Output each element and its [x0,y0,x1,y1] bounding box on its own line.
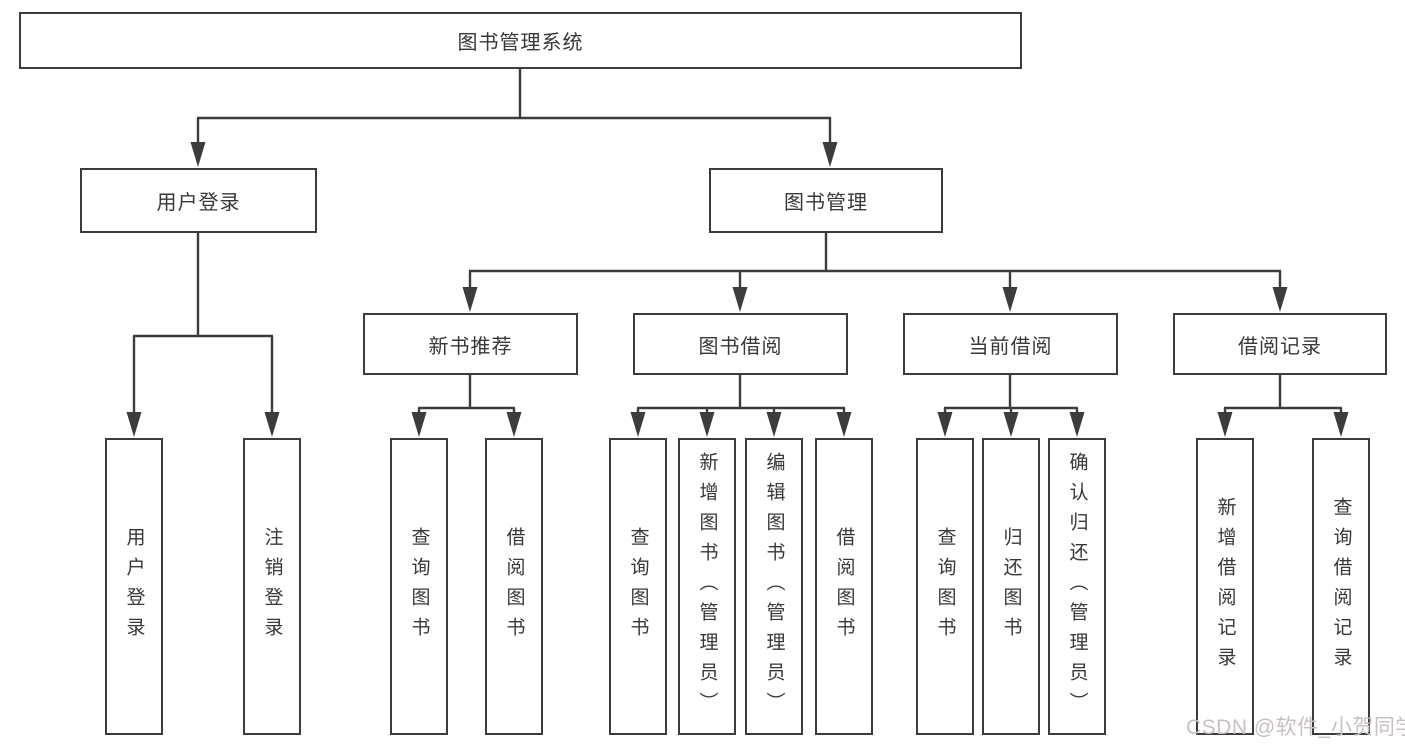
arrowhead-icon [506,412,522,437]
arrowhead-icon [1217,412,1233,437]
node-add-borrow-record: 新增借阅记录 [1196,438,1254,735]
node-borrowing-records: 借阅记录 [1173,313,1387,375]
node-logout: 注销登录 [243,438,301,735]
node-user-login: 用户登录 [80,168,317,233]
node-book-borrowing: 图书借阅 [633,313,848,375]
node-confirm-return-admin: 确认归还（管理员） [1048,438,1106,735]
node-edit-book-admin: 编辑图书（管理员） [745,438,803,735]
node-query-borrow-record: 查询借阅记录 [1312,438,1370,735]
node-new-book-recommendation: 新书推荐 [363,313,578,375]
arrowhead-icon [630,412,646,437]
arrowhead-icon [1002,287,1018,312]
arrowhead-icon [937,412,953,437]
arrowhead-icon [822,142,838,167]
arrowhead-icon [1003,412,1019,437]
node-query-books-borrow: 查询图书 [609,438,667,735]
node-return-books: 归还图书 [982,438,1040,735]
arrowhead-icon [126,412,142,437]
node-borrow-books-leaf: 借阅图书 [815,438,873,735]
node-user-login-leaf: 用户登录 [105,438,163,735]
arrowhead-icon [411,412,427,437]
node-query-books-current: 查询图书 [916,438,974,735]
node-book-management: 图书管理 [709,168,943,233]
arrowhead-icon [699,412,715,437]
watermark: CSDN @软件_小贺同学 [1186,716,1405,739]
arrowhead-icon [1333,412,1349,437]
node-current-borrowing: 当前借阅 [903,313,1118,375]
node-add-book-admin: 新增图书（管理员） [678,438,736,735]
arrowhead-icon [462,287,478,312]
arrowhead-icon [836,412,852,437]
node-query-books-recommend: 查询图书 [390,438,448,735]
node-borrow-books-recommend: 借阅图书 [485,438,543,735]
arrowhead-icon [264,412,280,437]
arrowhead-icon [1069,412,1085,437]
arrowhead-icon [732,287,748,312]
node-library-management-system: 图书管理系统 [19,12,1022,69]
arrowhead-icon [766,412,782,437]
arrowhead-icon [1272,287,1288,312]
arrowhead-icon [190,142,206,167]
